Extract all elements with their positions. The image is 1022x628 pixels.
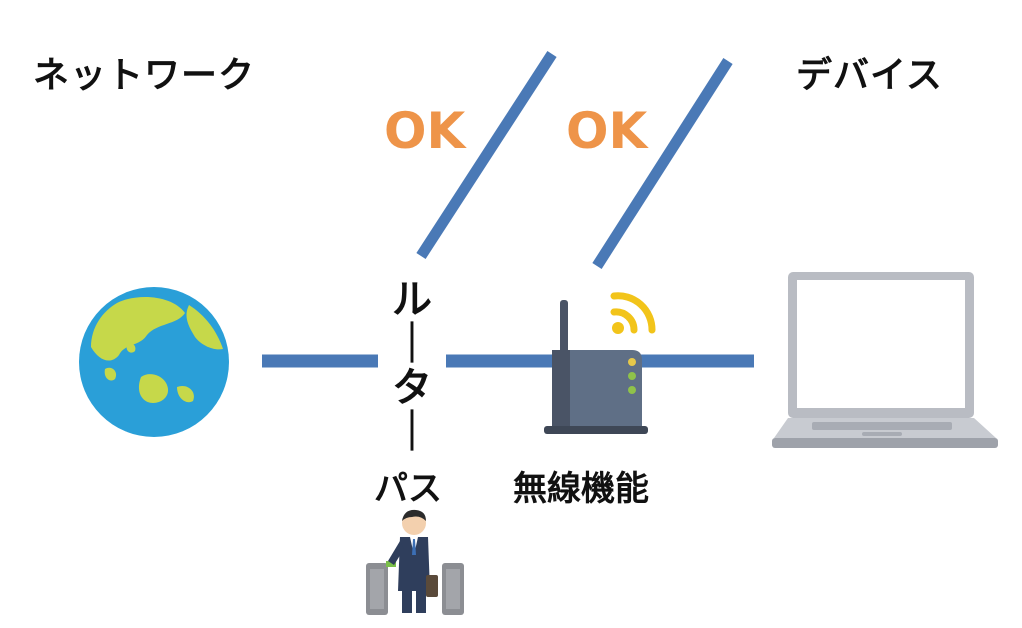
slash-right [592, 58, 733, 269]
globe-icon [79, 287, 229, 437]
pass-label: パス [374, 469, 442, 509]
router-char-2: ｜ [392, 321, 432, 367]
wireless-label: 無線機能 [513, 469, 649, 509]
laptop-icon [772, 272, 998, 448]
ok-label-right: OK [566, 102, 648, 160]
router-char-1: ル [392, 277, 432, 323]
slash-left [416, 51, 557, 259]
router-char-3: タ [392, 365, 432, 411]
router-char-4: ｜ [392, 409, 432, 455]
wifi-signal-icon [610, 292, 656, 334]
wireless-router-icon [544, 300, 648, 434]
businessman-at-ticket-gate-icon [366, 509, 464, 615]
router-vertical-label: ル ｜ タ ｜ [382, 278, 442, 454]
network-heading: ネットワーク [33, 55, 256, 96]
ok-label-left: OK [384, 102, 466, 160]
device-heading: デバイス [796, 55, 943, 96]
